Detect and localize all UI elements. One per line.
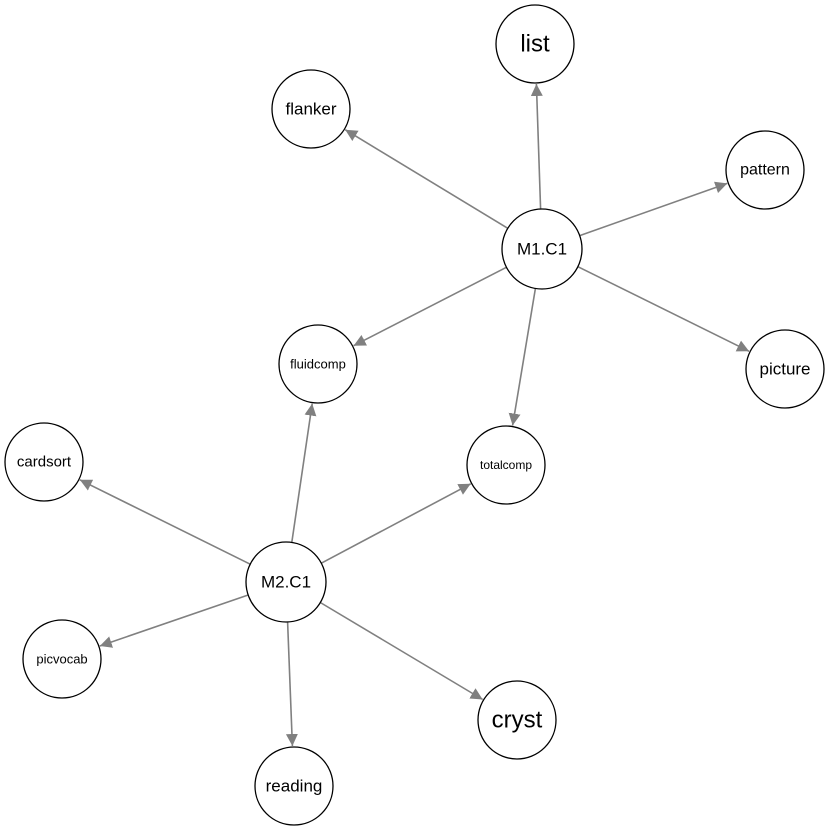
node-label: picvocab — [36, 652, 87, 667]
node-pattern: pattern — [725, 130, 805, 210]
edge-arrow — [285, 621, 298, 747]
edge-m2-c1-to-totalcomp — [320, 483, 472, 564]
edge-m2-c1-to-reading — [285, 621, 298, 747]
node-label: list — [520, 31, 550, 58]
node-flanker: flanker — [271, 69, 351, 149]
node-label: flanker — [285, 100, 336, 119]
edges-layer — [79, 83, 750, 747]
node-circle — [271, 69, 351, 149]
edge-arrow — [579, 181, 728, 237]
edge-m2-c1-to-picvocab — [99, 594, 249, 648]
edge-m1-c1-to-totalcomp — [508, 288, 537, 426]
node-label: M1.C1 — [517, 240, 567, 259]
edge-m2-c1-to-fluidcomp — [291, 403, 317, 543]
node-totalcomp: totalcomp — [466, 425, 546, 505]
edge-arrow — [353, 266, 507, 347]
edge-arrow — [99, 594, 249, 648]
edge-arrow — [291, 403, 317, 543]
edge-arrow — [577, 265, 750, 353]
node-circle — [22, 619, 102, 699]
node-circle — [725, 130, 805, 210]
node-circle — [745, 329, 825, 409]
node-label: cryst — [492, 707, 543, 734]
node-reading: reading — [254, 746, 334, 826]
edge-m1-c1-to-pattern — [579, 181, 728, 237]
edge-m1-c1-to-picture — [577, 265, 750, 353]
node-label: pattern — [740, 162, 790, 179]
edge-arrow — [530, 83, 543, 210]
node-fluidcomp: fluidcomp — [278, 324, 358, 404]
node-label: reading — [266, 777, 323, 796]
edge-m1-c1-to-fluidcomp — [353, 266, 507, 347]
node-label: totalcomp — [480, 458, 532, 472]
node-circle — [245, 541, 327, 623]
node-cardsort: cardsort — [4, 422, 84, 502]
edge-m2-c1-to-cryst — [319, 601, 484, 701]
edge-m2-c1-to-cardsort — [79, 479, 251, 565]
node-m2-c1: M2.C1 — [245, 541, 327, 623]
node-picvocab: picvocab — [22, 619, 102, 699]
edge-arrow — [319, 601, 484, 701]
node-circle — [4, 422, 84, 502]
node-circle — [477, 680, 557, 760]
node-label: cardsort — [17, 454, 72, 471]
edge-arrow — [344, 129, 509, 229]
node-circle — [466, 425, 546, 505]
edge-m1-c1-to-list — [530, 83, 543, 210]
edge-arrow — [508, 288, 537, 426]
edge-m1-c1-to-flanker — [344, 129, 509, 229]
node-circle — [254, 746, 334, 826]
node-picture: picture — [745, 329, 825, 409]
node-list: list — [495, 4, 575, 84]
node-circle — [495, 4, 575, 84]
node-label: fluidcomp — [290, 357, 346, 372]
node-circle — [278, 324, 358, 404]
node-label: M2.C1 — [261, 573, 311, 592]
node-m1-c1: M1.C1 — [501, 208, 583, 290]
node-label: picture — [759, 360, 810, 379]
node-circle — [501, 208, 583, 290]
node-cryst: cryst — [477, 680, 557, 760]
edge-arrow — [79, 479, 251, 565]
edge-arrow — [320, 483, 472, 564]
